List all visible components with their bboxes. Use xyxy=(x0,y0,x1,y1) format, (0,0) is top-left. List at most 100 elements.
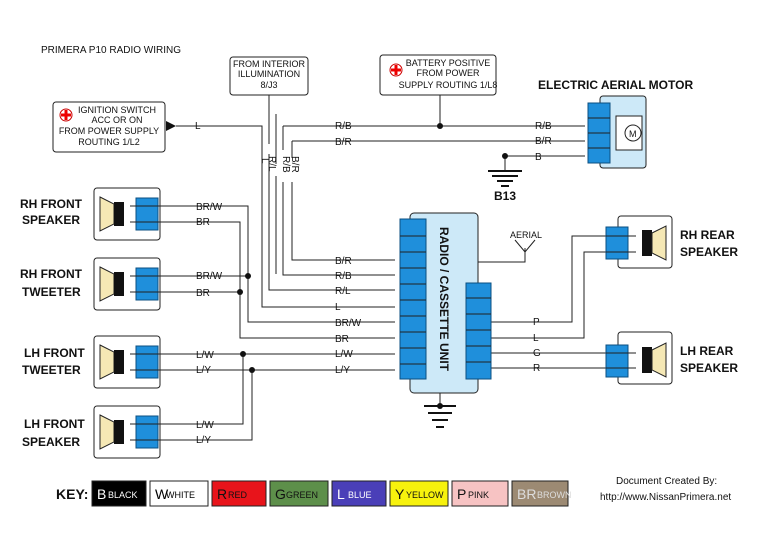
wire-label: B/R xyxy=(335,137,352,148)
key-code: L xyxy=(337,486,345,502)
battery-line-2: FROM POWER xyxy=(417,68,480,78)
ignition-source-box: IGNITION SWITCH ACC OR ON FROM POWER SUP… xyxy=(52,101,166,153)
key-swatch xyxy=(211,480,267,507)
key-name: WHITE xyxy=(166,490,195,500)
key-name: BROWN xyxy=(537,490,572,500)
ignition-line-1: IGNITION SWITCH xyxy=(78,105,156,115)
key-swatch xyxy=(269,480,329,507)
motor-icon: M xyxy=(629,129,637,139)
illumination-source-box: FROM INTERIOR ILLUMINATION 8/J3 xyxy=(229,56,309,96)
illumination-line-3: 8/J3 xyxy=(260,80,277,90)
illumination-line-2: ILLUMINATION xyxy=(238,69,300,79)
speaker-label: SPEAKER xyxy=(680,245,738,259)
aerial-motor: M ELECTRIC AERIAL MOTOR xyxy=(538,78,693,169)
speaker-label: TWEETER xyxy=(22,363,81,377)
wire-label: BR xyxy=(196,288,210,299)
radio-pin-label: BR/W xyxy=(335,318,362,329)
battery-line-1: BATTERY POSITIVE xyxy=(406,58,491,68)
key-label: KEY: xyxy=(56,486,88,502)
key-code: R xyxy=(217,486,227,502)
aerial-motor-title: ELECTRIC AERIAL MOTOR xyxy=(538,78,693,92)
speaker-label: SPEAKER xyxy=(22,435,80,449)
wire-label: B/R xyxy=(535,136,552,147)
key-swatch xyxy=(511,480,569,507)
key-name: BLUE xyxy=(348,490,372,500)
key-name: YELLOW xyxy=(406,490,444,500)
wire-label: BR xyxy=(196,217,210,228)
speaker-label: TWEETER xyxy=(22,285,81,299)
key-code: W xyxy=(155,486,169,502)
key-code: Y xyxy=(395,486,405,502)
lh-rear-speaker: LH REAR SPEAKER xyxy=(605,331,738,385)
wire-label: R/B xyxy=(535,121,552,132)
radio-pin-label: R xyxy=(533,363,540,374)
wires xyxy=(160,95,606,441)
credit-line-2: http://www.NissanPrimera.net xyxy=(600,492,731,503)
speaker-label: LH FRONT xyxy=(24,346,85,360)
ground-b13-icon: B13 xyxy=(488,168,522,203)
key-code: BR xyxy=(517,486,536,502)
junction-dots xyxy=(237,123,508,373)
radio-pin-label: L/Y xyxy=(335,365,350,376)
radio-pin-label: R/L xyxy=(335,286,351,297)
red-cross-icon xyxy=(391,65,401,75)
rh-front-tweeter: RH FRONT TWEETER xyxy=(20,257,161,311)
illumination-line-1: FROM INTERIOR xyxy=(233,59,305,69)
speaker-label: SPEAKER xyxy=(680,361,738,375)
radio-pin-label: L xyxy=(533,333,539,344)
aerial-label: AERIAL xyxy=(510,230,542,240)
key-name: PINK xyxy=(468,490,489,500)
wire-label-vertical: R/L xyxy=(266,156,277,172)
battery-source-box: BATTERY POSITIVE FROM POWER SUPPLY ROUTI… xyxy=(379,54,497,96)
ignition-line-3: FROM POWER SUPPLY xyxy=(59,126,159,136)
ignition-line-4: ROUTING 1/L2 xyxy=(78,137,140,147)
wire-label: B xyxy=(535,152,542,163)
lh-front-speaker: LH FRONT SPEAKER xyxy=(22,405,161,459)
radio-pin-label: B/R xyxy=(335,256,352,267)
speaker-label: RH FRONT xyxy=(20,267,83,281)
wire-label: R/B xyxy=(335,121,352,132)
ignition-line-2: ACC OR ON xyxy=(91,115,142,125)
key-name: BLACK xyxy=(108,490,138,500)
red-cross-icon xyxy=(61,110,71,120)
radio-cassette-unit: RADIO / CASSETTE UNIT AERIAL xyxy=(399,212,542,394)
radio-pin-label: L/W xyxy=(335,349,353,360)
radio-pin-label: G xyxy=(533,348,541,359)
key-swatch xyxy=(389,480,449,507)
radio-label: RADIO / CASSETTE UNIT xyxy=(437,227,451,372)
wire-label-vertical: R/B xyxy=(280,156,291,173)
key-swatch xyxy=(149,480,209,507)
speaker-label: RH FRONT xyxy=(20,197,83,211)
wire-label: L/W xyxy=(196,420,214,431)
key-code: G xyxy=(275,486,286,502)
key-swatch xyxy=(451,480,509,507)
wire-label: L/Y xyxy=(196,435,211,446)
wire-label: L/W xyxy=(196,350,214,361)
rh-front-speaker: RH FRONT SPEAKER xyxy=(20,187,161,241)
ground-label: B13 xyxy=(494,189,516,203)
key-name: RED xyxy=(228,490,248,500)
key-swatch xyxy=(91,480,147,507)
rh-rear-speaker: RH REAR SPEAKER xyxy=(605,215,738,269)
speaker-label: SPEAKER xyxy=(22,213,80,227)
wire-label: BR/W xyxy=(196,202,223,213)
page-title: PRIMERA P10 RADIO WIRING xyxy=(41,45,181,56)
key-code: P xyxy=(457,486,466,502)
wire-label: L xyxy=(195,121,201,132)
radio-pin-label: BR xyxy=(335,334,349,345)
radio-pin-label: L xyxy=(335,302,341,313)
wire-label: L/Y xyxy=(196,365,211,376)
radio-pin-label: P xyxy=(533,317,540,328)
speaker-label: RH REAR xyxy=(680,228,735,242)
